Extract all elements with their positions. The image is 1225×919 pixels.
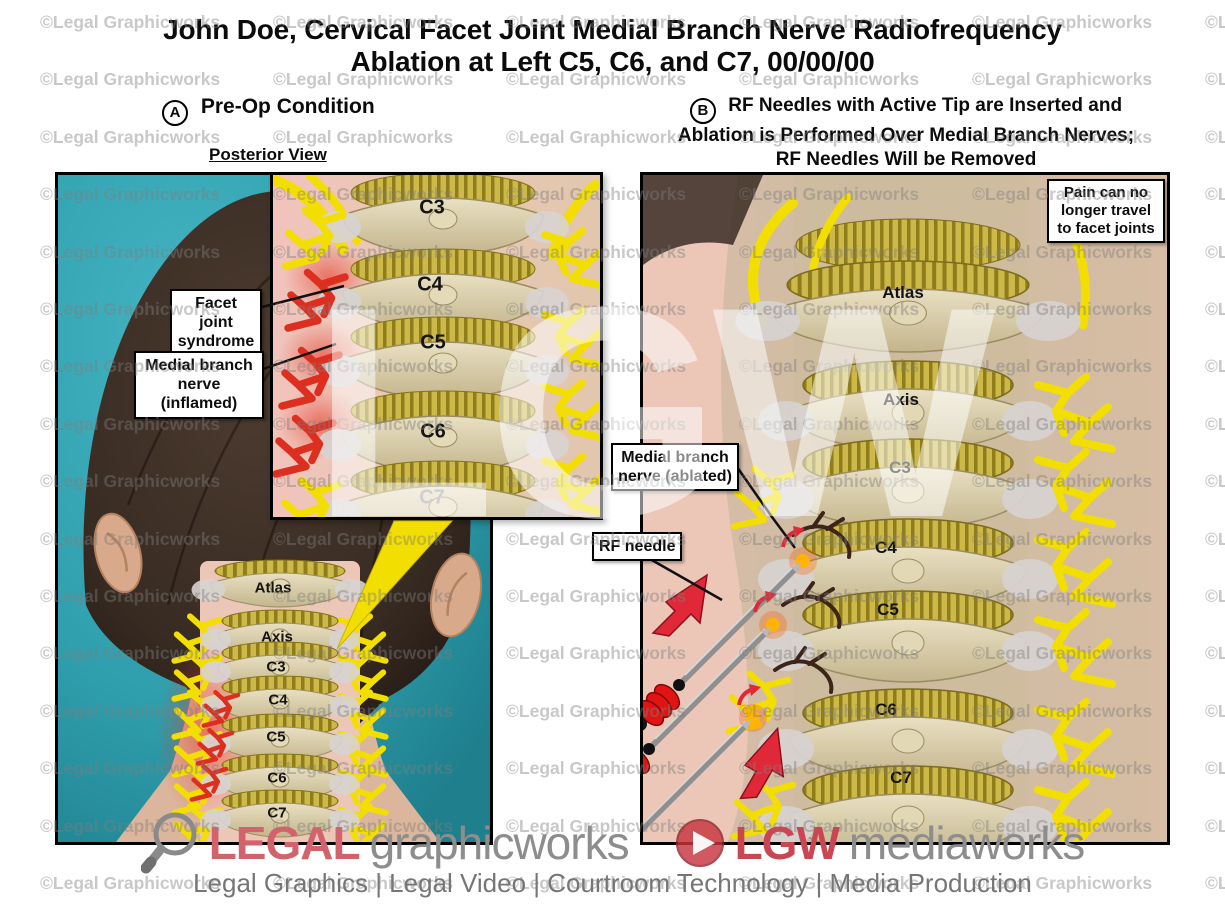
vertebra-label-c6: C6 <box>420 420 446 443</box>
watermark-text: ©Legal Graphicworks <box>1205 126 1225 147</box>
page-title: John Doe, Cervical Facet Joint Medial Br… <box>0 14 1225 78</box>
brand-graphicworks: graphicworks <box>369 817 630 869</box>
title-line-1: John Doe, Cervical Facet Joint Medial Br… <box>163 14 1062 45</box>
facet-joint-syndrome-label: Facet joint syndrome <box>170 289 262 357</box>
vertebra-label-c7: C7 <box>419 486 445 509</box>
vertebra-label-c4: C4 <box>268 691 288 709</box>
left-ear <box>93 512 143 594</box>
brand-mediaworks: mediaworks <box>848 817 1085 869</box>
watermark-text: ©Legal Graphicworks <box>1205 586 1225 606</box>
hairline <box>643 175 763 265</box>
vertebra-label-c7: C7 <box>267 804 287 822</box>
watermark-text: ©Legal Graphicworks <box>1205 471 1225 492</box>
watermark-text: ©Legal Graphicworks <box>1205 356 1225 377</box>
vertebra-label-atlas: Atlas <box>254 579 292 597</box>
medial-branch-inflamed-label: Medial branch nerve (inflamed) <box>134 351 264 419</box>
panel-b-heading-line1: B RF Needles with Active Tip are Inserte… <box>642 94 1170 124</box>
brand-legal: LEGAL <box>208 817 361 869</box>
panel-b-marker: B <box>689 97 716 124</box>
footer-tagline: Legal Graphics | Legal Video | Courtroom… <box>193 868 1032 898</box>
panel-b-art <box>643 175 1167 842</box>
panel-a-heading-text: Pre-Op Condition <box>200 95 375 118</box>
vertebra-label-c5: C5 <box>266 728 286 746</box>
watermark-text: ©Legal Graphicworks <box>1205 528 1225 549</box>
vertebra-label-atlas: Atlas <box>882 283 924 302</box>
panel-b-heading-text1: RF Needles with Active Tip are Inserted … <box>728 95 1123 116</box>
panel-a-marker: A <box>162 99 188 126</box>
vertebra-label-c6: C6 <box>875 700 897 719</box>
watermark-text: ©Legal Graphicworks <box>1205 643 1225 664</box>
watermark-text: ©Legal Graphicworks <box>1205 700 1225 721</box>
watermark-text: ©Legal Graphicworks <box>1205 299 1225 319</box>
watermark-text: ©Legal Graphicworks <box>1205 413 1225 434</box>
play-icon <box>675 819 724 867</box>
rf-needle-label: RF needle <box>592 532 683 562</box>
watermark-text: ©Legal Graphicworks <box>1205 758 1225 779</box>
vertebra-label-axis: Axis <box>883 390 919 409</box>
vertebra-label-c3: C3 <box>266 658 286 676</box>
panel-b-heading-line2: Ablation is Performed Over Medial Branch… <box>677 124 1135 146</box>
magnifier-icon <box>140 812 197 874</box>
watermark-text: ©Legal Graphicworks <box>1205 241 1225 262</box>
vertebra-label-c7: C7 <box>890 768 912 787</box>
vertebra-label-c3: C3 <box>889 458 911 477</box>
vertebra-label-c5: C5 <box>420 331 446 354</box>
panel-a-subheading: Posterior View <box>209 145 327 164</box>
panel-a-heading: A Pre-Op Condition <box>162 95 375 126</box>
panel-b-heading: B RF Needles with Active Tip are Inserte… <box>642 94 1170 172</box>
title-line-2: Ablation at Left C5, C6, and C7, 00/00/0… <box>350 46 875 78</box>
panel-b-heading-line3: RF Needles Will be Removed <box>775 148 1037 170</box>
vertebra-label-c3: C3 <box>419 196 445 219</box>
vertebra-label-c4: C4 <box>875 538 897 557</box>
pain-note-label: Pain can no longer travel to facet joint… <box>1047 179 1165 243</box>
watermark-text: ©Legal Graphicworks <box>1205 184 1225 205</box>
medial-branch-ablated-label: Medial branch nerve (ablated) <box>611 443 739 492</box>
vertebra-label-c6: C6 <box>267 769 287 787</box>
watermark-text: ©Legal Graphicworks <box>40 126 221 147</box>
brand-lgw: LGW <box>734 817 840 869</box>
panel-b-procedure-illustration <box>640 172 1170 845</box>
vertebra-label-axis: Axis <box>261 628 293 646</box>
vertebra-label-c4: C4 <box>417 273 443 296</box>
vertebra-label-c5: C5 <box>877 600 899 619</box>
footer-brand-row: LEGAL graphicworks LGW mediaworks <box>0 812 1225 874</box>
